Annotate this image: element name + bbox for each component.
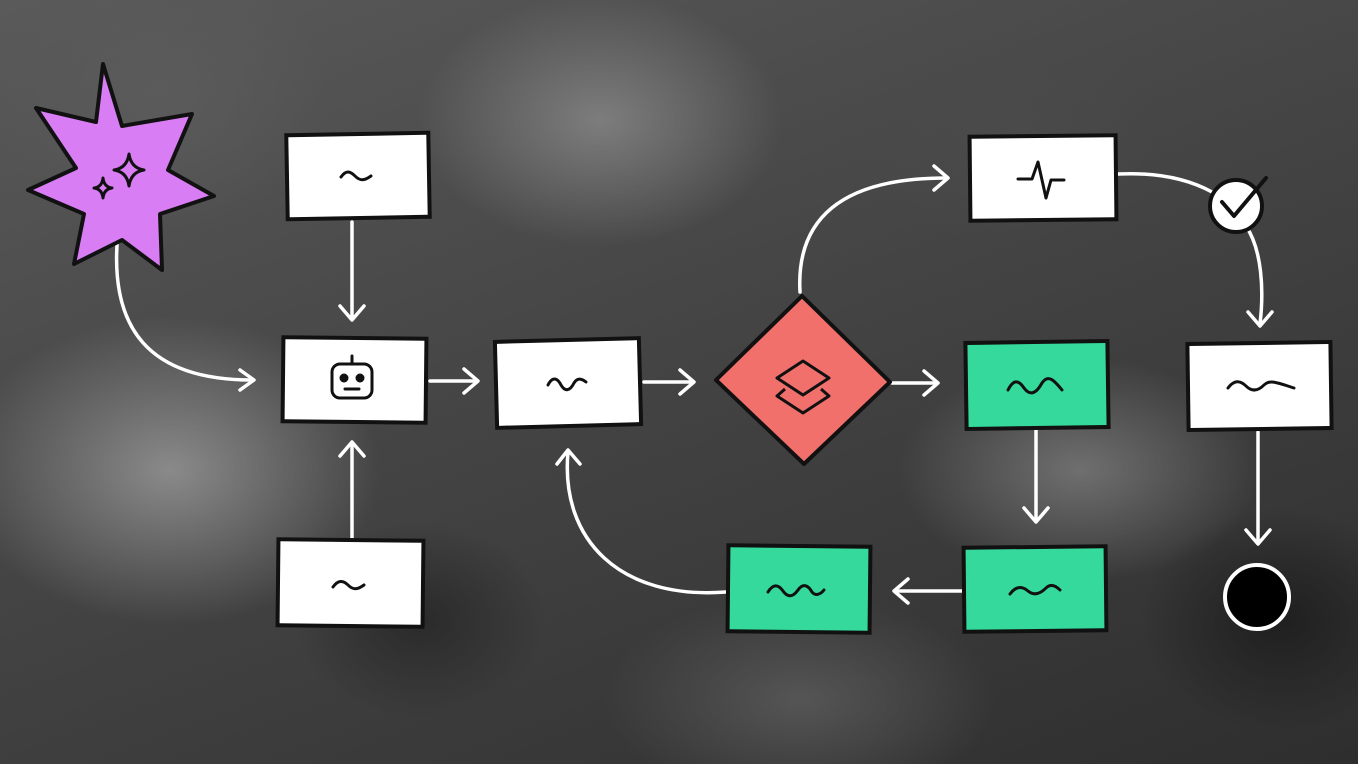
arrowhead-output-to-end [1244, 528, 1272, 546]
squiggle-icon [546, 377, 588, 392]
input-node-top-box [284, 130, 432, 222]
arrowhead-loop-back-to-process [555, 448, 582, 466]
connector-checkpoint-to-output [1244, 224, 1264, 326]
arrowhead-agent-to-process [462, 367, 480, 395]
connector-loop-back-to-process [565, 450, 728, 595]
squiggle-icon [1226, 380, 1296, 392]
arrowhead-input-bottom-to-agent [338, 440, 366, 458]
arrowhead-start-to-agent [238, 368, 256, 392]
input-node-bottom[interactable] [275, 537, 426, 629]
output-node[interactable] [1185, 339, 1334, 433]
sparkles-icon [92, 152, 146, 200]
robot-icon [330, 354, 374, 400]
connector-decision-to-monitor [798, 176, 948, 294]
squiggle-icon [1006, 377, 1064, 395]
arrowhead-input-top-to-agent [338, 304, 366, 322]
green-node-lower-box [961, 544, 1109, 634]
arrowhead-green-lower-to-green-left [892, 577, 910, 605]
pulse-icon [1016, 160, 1066, 200]
input-node-top[interactable] [284, 130, 432, 222]
process-node[interactable] [492, 336, 644, 430]
decision-node[interactable] [714, 294, 892, 466]
green-node-right[interactable] [963, 338, 1111, 432]
agent-node[interactable] [280, 335, 429, 425]
squiggle-icon [766, 584, 826, 598]
green-node-lower[interactable] [961, 544, 1109, 634]
connector-monitor-to-checkpoint [1116, 171, 1214, 194]
decision-diamond-shape [714, 294, 892, 466]
layers-icon [775, 359, 831, 415]
connectors [114, 164, 1274, 605]
connector-start-to-agent [114, 230, 254, 382]
monitor-node[interactable] [967, 133, 1119, 223]
squiggle-icon [1008, 583, 1062, 596]
output-node-box [1185, 339, 1334, 433]
end-circle-icon [1223, 563, 1291, 631]
checkpoint-node [1208, 176, 1268, 234]
green-node-left[interactable] [725, 543, 873, 635]
checkmark-icon [1220, 176, 1268, 218]
squiggle-icon [331, 580, 366, 591]
arrowhead-decision-to-green [922, 369, 940, 397]
squiggle-icon [339, 170, 373, 182]
arrowhead-checkpoint-to-output [1246, 310, 1274, 328]
end-node [1223, 563, 1291, 631]
checkpoint-circle [1208, 178, 1264, 234]
arrowhead-decision-to-monitor [932, 164, 950, 192]
green-node-right-box [963, 338, 1111, 432]
arrowhead-green-to-green-lower [1022, 506, 1050, 524]
agent-node-box [280, 335, 429, 425]
process-node-box [492, 336, 644, 430]
start-node [26, 62, 216, 272]
input-node-bottom-box [275, 537, 426, 629]
arrowhead-process-to-decision [678, 368, 696, 396]
